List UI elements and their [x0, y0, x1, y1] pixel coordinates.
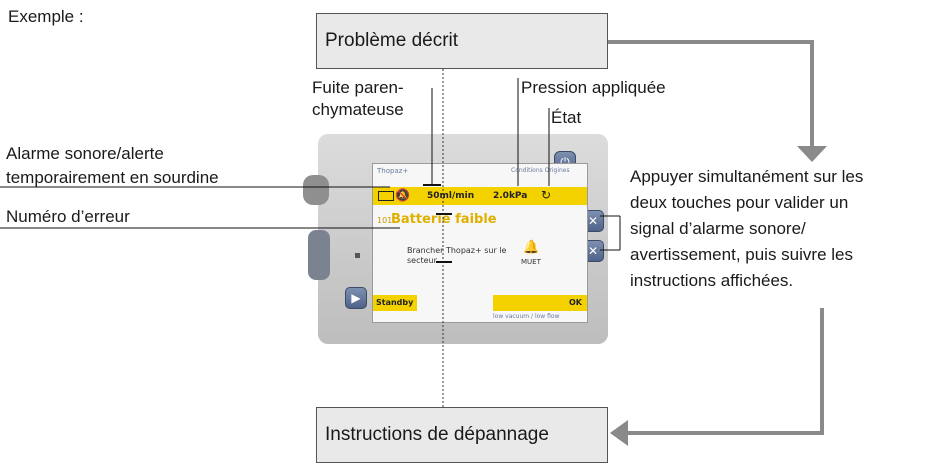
ok-softkey-bg	[493, 295, 587, 311]
error-code: 101	[377, 216, 393, 225]
instructions-box-label: Instructions de dépannage	[325, 424, 549, 445]
alarm-callout-line2: temporairement en sourdine	[6, 168, 219, 187]
mute-label: MUET	[521, 258, 541, 266]
problem-box: Problème décrit	[316, 13, 608, 69]
pressure-callout: Pression appliquée	[521, 78, 666, 97]
ok-softkey[interactable]: OK	[569, 298, 582, 307]
arrow-to-right-note	[608, 40, 814, 150]
error-title: Batterie faible	[391, 212, 497, 227]
right-note-line2: deux touches pour valider un	[630, 193, 849, 212]
standby-softkey-bg	[373, 295, 417, 311]
battery-icon	[378, 191, 394, 201]
state-icon: ↻	[541, 188, 552, 202]
device-side-dial	[303, 175, 329, 205]
problem-box-label: Problème décrit	[325, 30, 459, 51]
mute-bell-icon: 🔔	[523, 240, 540, 255]
status-bar	[373, 187, 587, 205]
screen-footer: low vacuum / low flow	[493, 313, 560, 320]
state-callout: État	[551, 108, 582, 127]
example-label: Exemple :	[8, 7, 84, 26]
device-side-grip	[308, 230, 330, 280]
arrow-head-down	[797, 146, 827, 162]
alarm-callout-line1: Alarme sonore/alerte	[6, 144, 164, 163]
arrow-head-left	[610, 420, 628, 446]
pressure-value: 2.0kPa	[493, 191, 528, 201]
right-note-line3: signal d’alarme sonore/	[630, 219, 806, 238]
leak-callout-line2: chymateuse	[312, 100, 404, 119]
screen-mode: Conditions Origines	[511, 167, 570, 174]
instructions-box: Instructions de dépannage	[316, 407, 608, 463]
muted-bell-icon: 🔕	[395, 188, 410, 202]
device-indicator-led	[355, 253, 360, 258]
flow-value: 50ml/min	[427, 191, 475, 201]
instruction-text: Brancher Thopaz+ sur le secteur	[407, 246, 507, 265]
standby-softkey[interactable]: Standby	[376, 298, 414, 307]
right-note-line5: instructions affichées.	[630, 271, 794, 290]
right-note-line4: avertissement, puis suivre les	[630, 245, 853, 264]
arrow-to-instructions	[626, 308, 824, 435]
device-screen: Thopaz+ Conditions Origines 🔕 50ml/min 2…	[372, 163, 588, 323]
error-number-callout: Numéro d’erreur	[6, 207, 130, 226]
screen-brand: Thopaz+	[377, 167, 409, 175]
right-arrow-button[interactable]: ▶	[345, 287, 367, 309]
right-note-line1: Appuyer simultanément sur les	[630, 167, 864, 186]
leak-callout-line1: Fuite paren-	[312, 78, 404, 97]
